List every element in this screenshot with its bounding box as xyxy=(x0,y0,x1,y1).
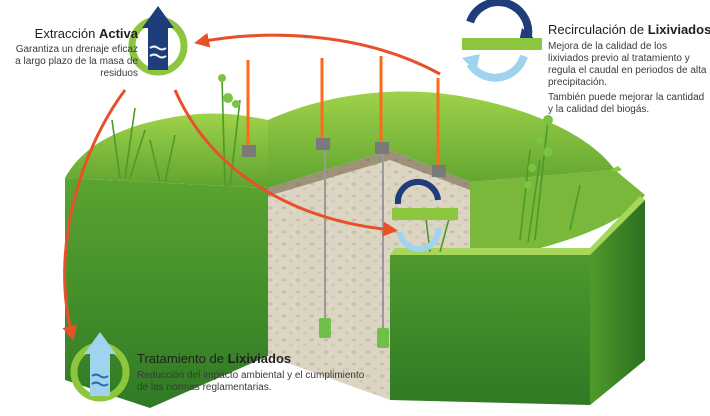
wellhead xyxy=(242,145,256,157)
treatment-icon xyxy=(70,332,130,402)
right-step-top xyxy=(390,170,645,268)
flow-arrow-recirculation xyxy=(194,32,441,76)
extraction-description: Garantiza un drenaje eficaz a largo plaz… xyxy=(15,43,138,79)
extraction-label: Extracción Activa Garantiza un drenaje e… xyxy=(8,26,138,80)
right-side-face xyxy=(590,200,645,405)
well-pipes xyxy=(242,56,446,348)
extraction-icon xyxy=(128,6,188,76)
extraction-title: Extracción Activa xyxy=(34,26,138,41)
flow-arrow-injection xyxy=(173,89,398,237)
wellhead xyxy=(375,142,389,154)
left-top-mound xyxy=(65,113,268,188)
recirculation-title: Recirculación de Lixiviados xyxy=(548,22,710,37)
right-front-face xyxy=(390,200,645,405)
grass-tufts xyxy=(111,77,581,253)
treatment-label: Tratamiento de Lixiviados Reducción del … xyxy=(137,351,377,394)
recirculation-description-1: Mejora de la calidad de los lixiviados p… xyxy=(548,40,707,88)
cutaway-edge xyxy=(268,150,470,196)
well-screen xyxy=(319,318,331,338)
waste-mass-left xyxy=(268,150,390,400)
recirculation-description-2: También puede mejorar la cantidad y la c… xyxy=(548,91,705,115)
well-screen xyxy=(377,328,389,348)
bird-icon xyxy=(610,166,622,172)
recirculation-label: Recirculación de Lixiviados Mejora de la… xyxy=(548,22,710,116)
wellhead xyxy=(316,138,330,150)
treatment-description: Reducción del impacto ambiental y el cum… xyxy=(137,369,365,393)
treatment-title: Tratamiento de Lixiviados xyxy=(137,351,292,366)
flow-arrow-treatment xyxy=(62,89,127,341)
injection-icon xyxy=(392,178,458,253)
flow-arrows xyxy=(62,32,441,341)
wellhead xyxy=(432,165,446,177)
grass-seed-heads xyxy=(218,74,553,189)
recirculation-icon xyxy=(462,0,542,82)
